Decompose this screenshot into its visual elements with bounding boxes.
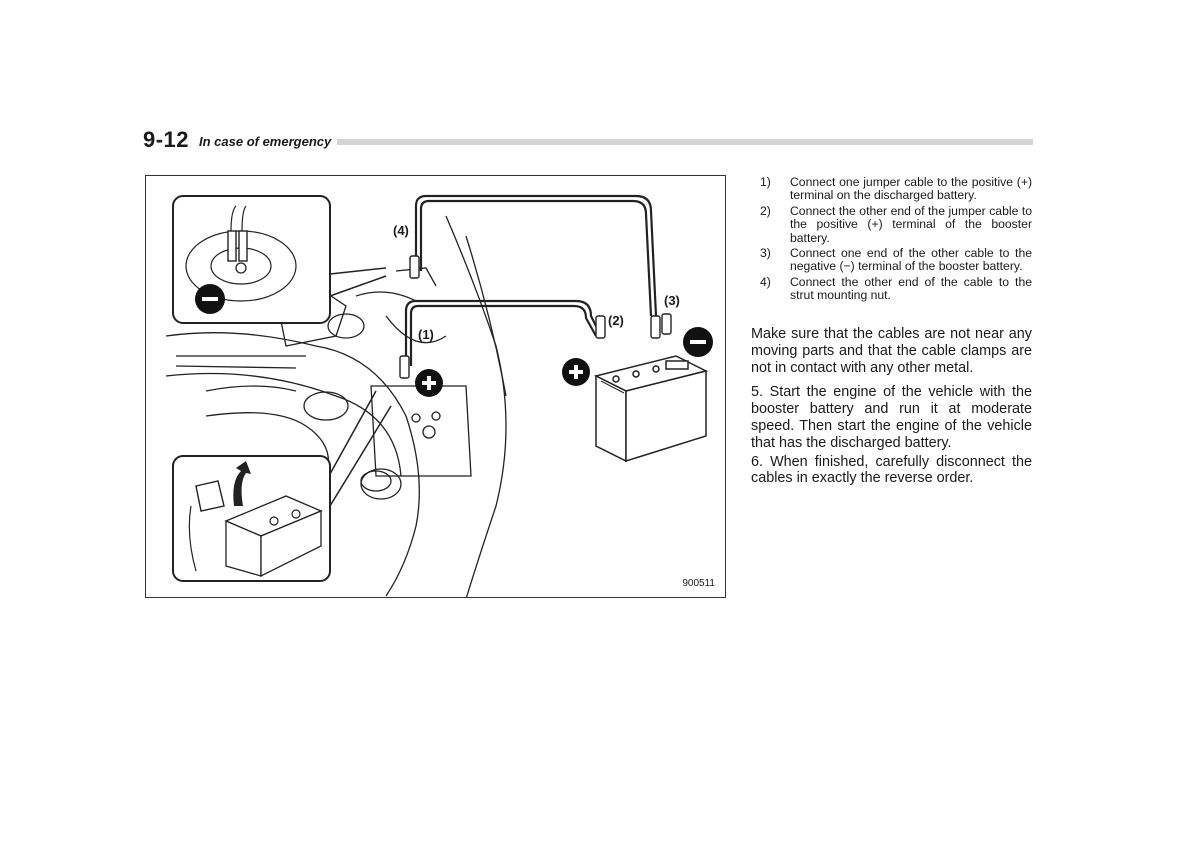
callout-label-1: (1) [418, 327, 434, 342]
step-text: Connect one end of the other cable to th… [790, 246, 1032, 274]
step-text: Connect the other end of the jumper cabl… [790, 203, 1032, 245]
step-number: 1) [760, 175, 771, 189]
booster-battery [593, 355, 709, 463]
step-text: Connect one jumper cable to the positive… [790, 175, 1032, 203]
warning-paragraph: Make sure that the cables are not near a… [751, 326, 1032, 376]
list-item: 3) Connect one end of the other cable to… [760, 246, 1032, 274]
procedure-steps: 1) Connect one jumper cable to the posit… [760, 175, 1032, 305]
minus-sign-icon [683, 327, 713, 357]
step-text: Connect the other end of the cable to th… [790, 274, 1032, 303]
callout-label-2: (2) [608, 313, 624, 328]
list-item: 1) Connect one jumper cable to the posit… [760, 175, 1032, 203]
step5-paragraph: 5. Start the engine of the vehicle with … [751, 384, 1032, 451]
engine-bay-drawing [165, 194, 713, 597]
step6-paragraph: 6. When finished, carefully disconnect t… [751, 453, 1032, 487]
cable-clamps [399, 255, 672, 379]
callout-label-3: (3) [664, 293, 680, 308]
list-item: 2) Connect the other end of the jumper c… [760, 203, 1032, 245]
step-number: 2) [760, 203, 771, 218]
minus-sign-icon [195, 284, 225, 314]
body-text: Make sure that the cables are not near a… [751, 326, 1032, 495]
section-title: In case of emergency [199, 134, 332, 149]
callout-label-4: (4) [393, 223, 409, 238]
plus-sign-icon [562, 358, 590, 386]
list-item: 4) Connect the other end of the cable to… [760, 274, 1032, 303]
plus-sign-icon [415, 369, 443, 397]
arrow-up-icon [233, 461, 251, 506]
battery-terminal-inset [172, 390, 392, 582]
jumper-cables [404, 194, 658, 366]
header-rule [337, 139, 1033, 145]
figure-code: 900511 [682, 578, 715, 589]
jump-start-illustration: (4) (1) (2) (3) 900511 [145, 175, 726, 598]
step-number: 4) [760, 274, 771, 289]
step-number: 3) [760, 246, 771, 261]
page-number: 9-12 [143, 127, 190, 152]
page-header: 9-12 In case of emergency [143, 127, 1033, 155]
